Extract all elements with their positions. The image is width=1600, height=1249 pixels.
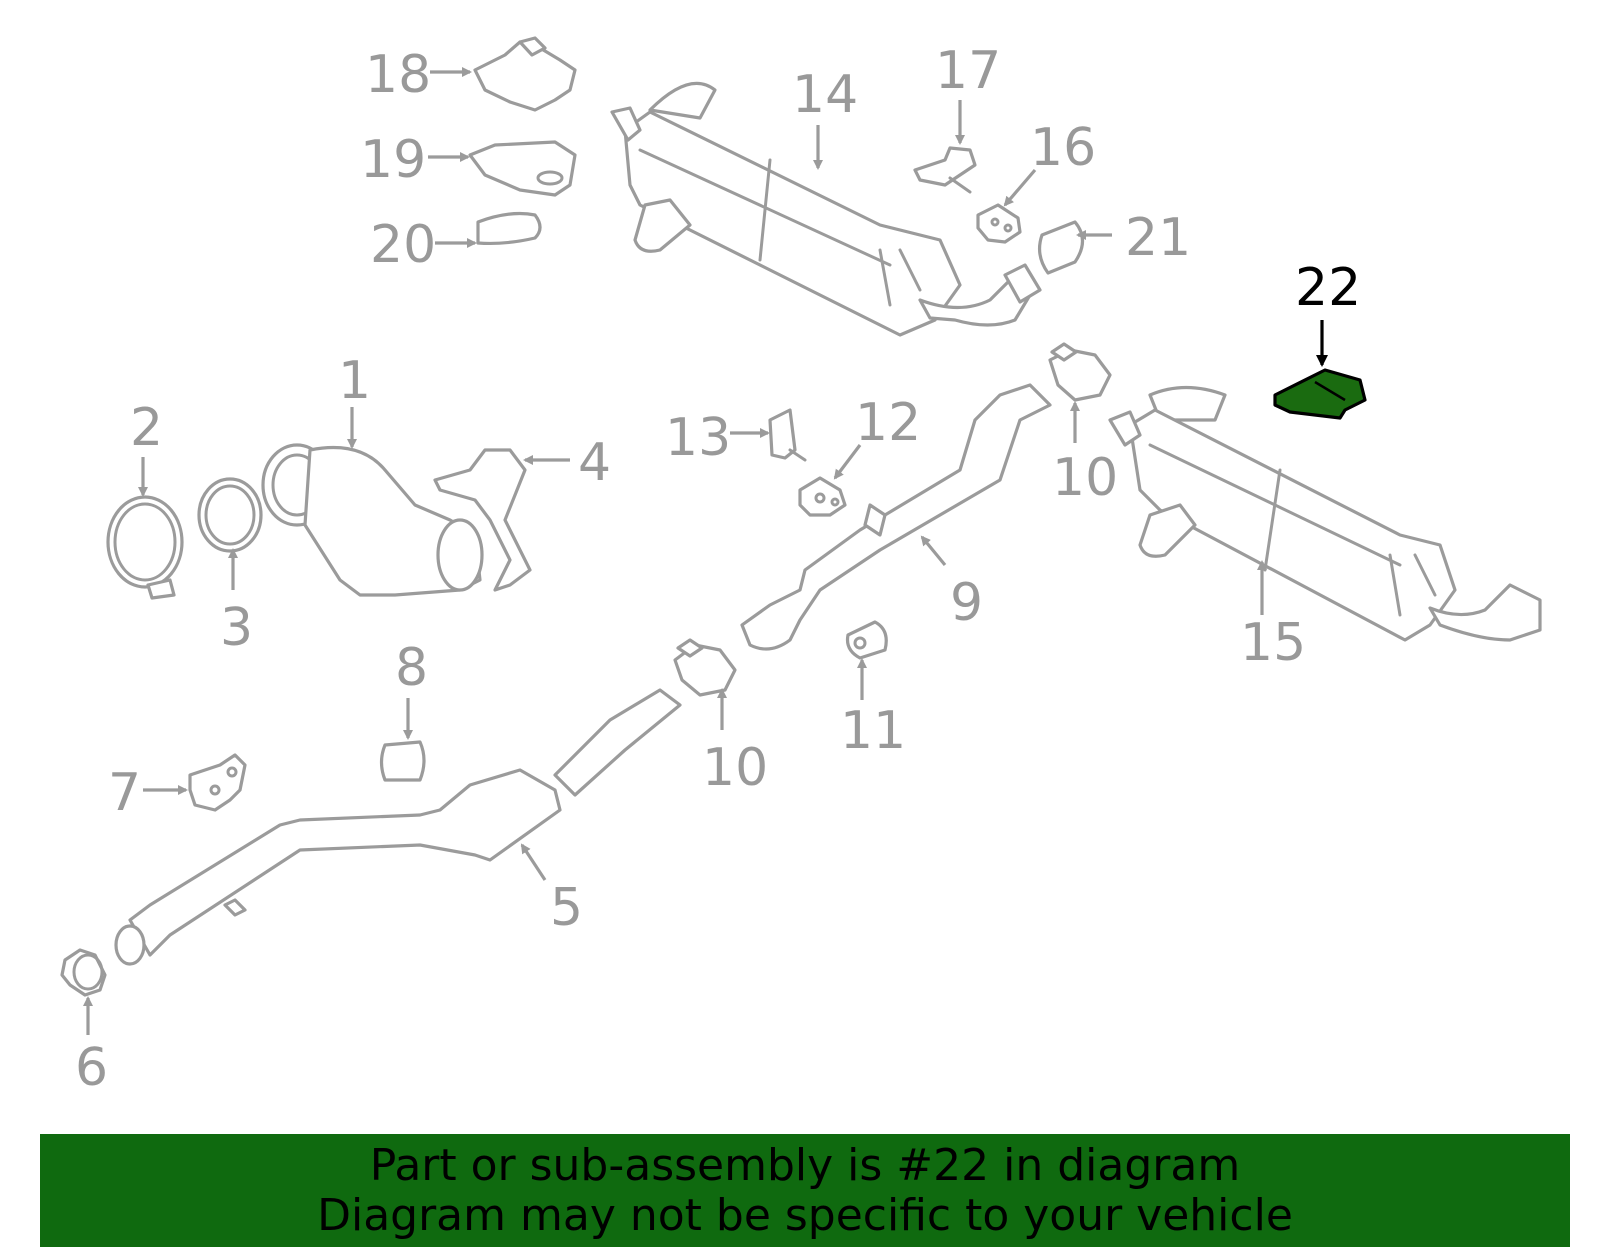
part-6-gasket[interactable] [60,948,107,997]
part-5-front-pipe[interactable] [114,688,682,966]
callout-10-upper: 10 [1052,448,1118,508]
callout-15: 15 [1240,613,1306,673]
callout-13: 13 [665,408,731,468]
callout-12: 12 [855,393,921,453]
part-16-hanger[interactable] [976,203,1022,244]
part-3-gasket[interactable] [197,477,263,553]
part-9-pipe[interactable] [740,383,1052,651]
callout-22: 22 [1295,258,1361,318]
callout-4: 4 [578,433,611,493]
part-11-isolator[interactable] [845,620,888,660]
callout-20: 20 [370,215,436,275]
part-15-muffler[interactable] [1108,385,1542,642]
part-14-muffler[interactable] [610,81,1042,337]
callout-9: 9 [950,573,983,633]
callout-11: 11 [840,701,906,761]
callout-3: 3 [220,598,253,658]
callout-14: 14 [792,65,858,125]
callout-17: 17 [935,41,1001,101]
callout-10-lower: 10 [702,738,768,798]
part-1-catalytic-converter[interactable] [261,443,484,597]
callout-1: 1 [338,351,371,411]
part-4-heat-shield[interactable] [433,448,532,592]
banner-line-2: Diagram may not be specific to your vehi… [317,1189,1293,1241]
part-17-bracket[interactable] [913,146,977,194]
part-10-clamp-b[interactable] [1048,342,1112,402]
callout-5: 5 [550,878,583,938]
part-20-clip[interactable] [476,211,542,246]
callout-2: 2 [130,398,163,458]
callout-6: 6 [75,1038,108,1098]
callout-18: 18 [365,45,431,105]
part-8-sleeve[interactable] [379,740,426,782]
part-10-clamp-a[interactable] [673,638,737,697]
banner-background [40,1134,1570,1247]
callout-7: 7 [108,763,141,823]
info-banner: Part or sub-assembly is #22 in diagram D… [40,1134,1570,1247]
callout-numbers: 1 2 3 4 5 6 7 8 9 10 10 11 12 13 14 15 1… [75,41,1361,1098]
callout-19: 19 [360,130,426,190]
part-13-bracket[interactable] [768,408,807,462]
part-18-actuator[interactable] [473,36,577,112]
banner-line-1: Part or sub-assembly is #22 in diagram [369,1139,1241,1191]
callout-16: 16 [1030,118,1096,178]
part-22-highlighted[interactable] [1273,368,1367,420]
callout-8: 8 [395,638,428,698]
part-21-tip[interactable] [1037,220,1085,275]
part-7-bracket[interactable] [188,753,247,812]
part-12-hanger[interactable] [798,476,847,517]
callout-21: 21 [1125,208,1191,268]
part-2-clamp[interactable] [106,495,184,600]
part-19-bracket[interactable] [468,140,577,197]
arrows [83,67,1328,1035]
